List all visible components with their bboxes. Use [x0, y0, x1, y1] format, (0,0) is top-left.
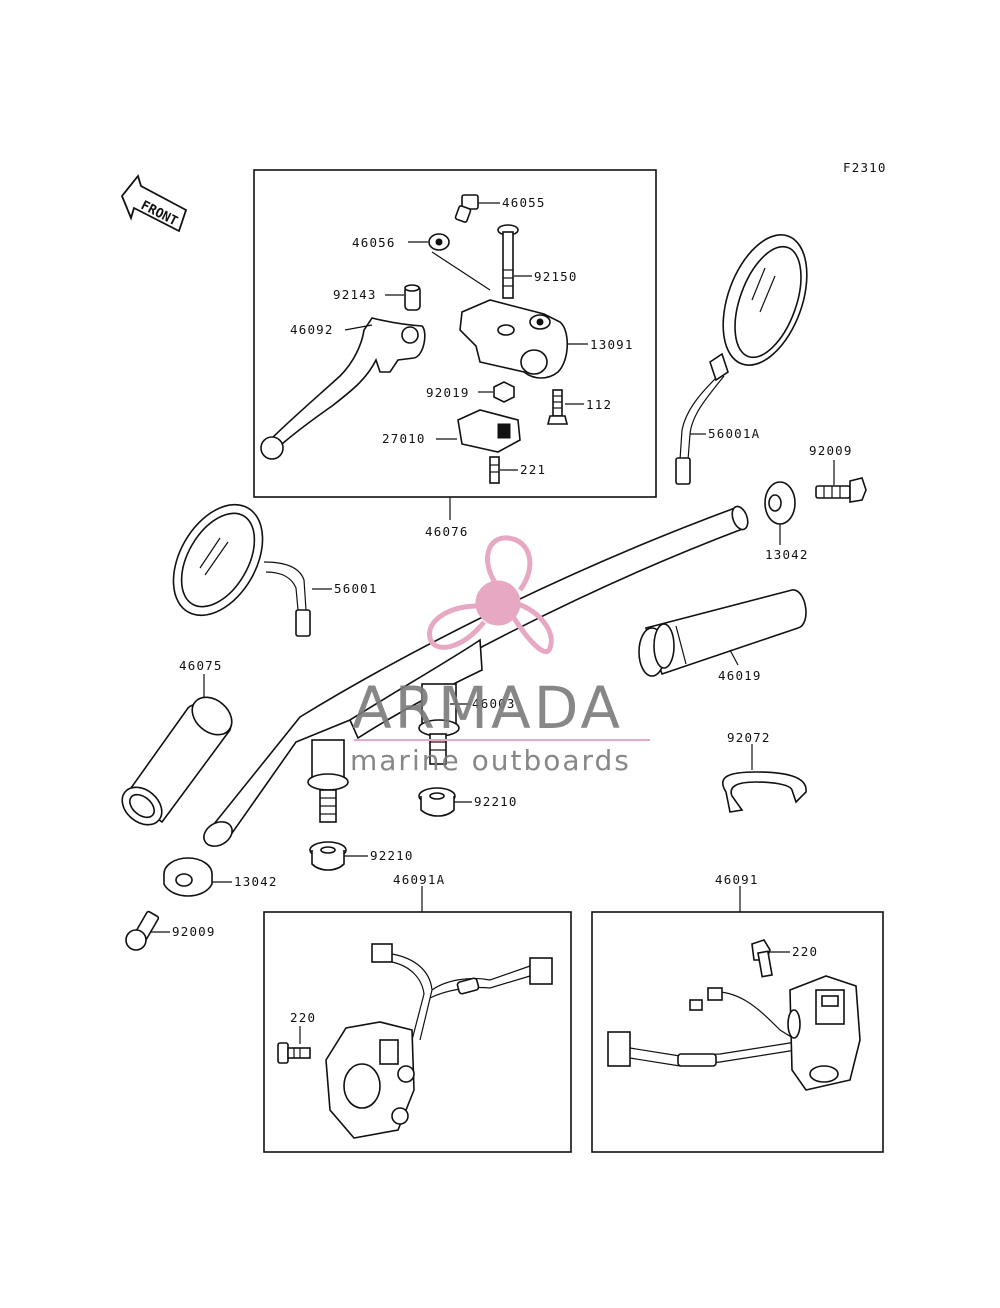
part-number-label: 13042 [765, 547, 809, 562]
watermark-brand: ARMADA [352, 674, 623, 742]
part-number-label: 46056 [352, 235, 396, 250]
nut-92019: 92019 [426, 381, 515, 403]
part-number-label: 27010 [382, 431, 426, 446]
part-number-label: 221 [520, 462, 546, 477]
part-number-label: 92210 [474, 794, 518, 809]
clutch-lever-box [253, 169, 657, 498]
screw-221: 221 [489, 456, 546, 484]
part-number-label: 13091 [590, 337, 634, 352]
throttle-grip-46019: 46019 [638, 589, 807, 683]
part-number-label: 92210 [370, 848, 414, 863]
watermark-tagline: marine outboards [350, 744, 631, 777]
screw-220-right: 220 [751, 939, 818, 978]
screw-46055: 46055 [454, 194, 546, 223]
part-number-label: 92019 [426, 385, 470, 400]
part-number-label: 92150 [534, 269, 578, 284]
nut-46056: 46056 [352, 233, 491, 291]
collar-92143: 92143 [333, 284, 421, 311]
part-number-label: 13042 [234, 874, 278, 889]
part-number-label: 46003 [472, 696, 516, 711]
bolt-92009-top: 92009 [809, 443, 867, 503]
bolt-92009-bottom: 92009 [125, 910, 216, 951]
switch-27010: 27010 [382, 409, 521, 453]
label-46091A: 46091A [393, 872, 445, 887]
bolt-92150: 92150 [497, 224, 578, 299]
propeller-logo-icon [427, 535, 554, 655]
armada-watermark: ARMADA marine outboards [350, 535, 650, 777]
part-number-label: 56001 [334, 581, 378, 596]
nut-92210-b: 92210 [309, 841, 414, 871]
mirror-56001: 56001 [172, 503, 378, 637]
figure-code: F2310 [843, 160, 887, 175]
part-number-label: 92143 [333, 287, 377, 302]
part-number-label: 46092 [290, 322, 334, 337]
label-46091: 46091 [715, 872, 759, 887]
clutch-lever-46092: 46092 [260, 317, 426, 460]
right-switch-46091 [607, 975, 861, 1091]
part-number-label: 46019 [718, 668, 762, 683]
label-46076: 46076 [425, 524, 469, 539]
bolt-112: 112 [546, 389, 612, 425]
handlebar-46003: 46003 [203, 505, 749, 847]
left-switch-box [263, 911, 572, 1153]
part-number-label: 92072 [727, 730, 771, 745]
left-switch-46091A [325, 943, 553, 1139]
left-grip-46075: 46075 [121, 658, 233, 826]
front-arrow-icon: FRONT [120, 174, 188, 233]
part-number-label: 56001A [708, 426, 760, 441]
part-number-label: 92009 [172, 924, 216, 939]
part-number-label: 46055 [502, 195, 546, 210]
part-number-label: 92009 [809, 443, 853, 458]
weight-13042-bottom: 13042 [163, 857, 278, 897]
part-number-label: 220 [792, 944, 818, 959]
weight-13042-top: 13042 [764, 481, 809, 562]
clamp-92072: 92072 [722, 730, 807, 813]
lever-holder-13091: 13091 [459, 299, 634, 379]
nut-92210-a: 92210 [418, 787, 518, 817]
part-number-label: 112 [586, 397, 612, 412]
part-number-label: 220 [290, 1010, 316, 1025]
mirror-56001A: 56001A [675, 234, 808, 485]
screw-220-left: 220 [277, 1010, 316, 1064]
right-switch-box [591, 911, 884, 1153]
part-number-label: 46075 [179, 658, 223, 673]
